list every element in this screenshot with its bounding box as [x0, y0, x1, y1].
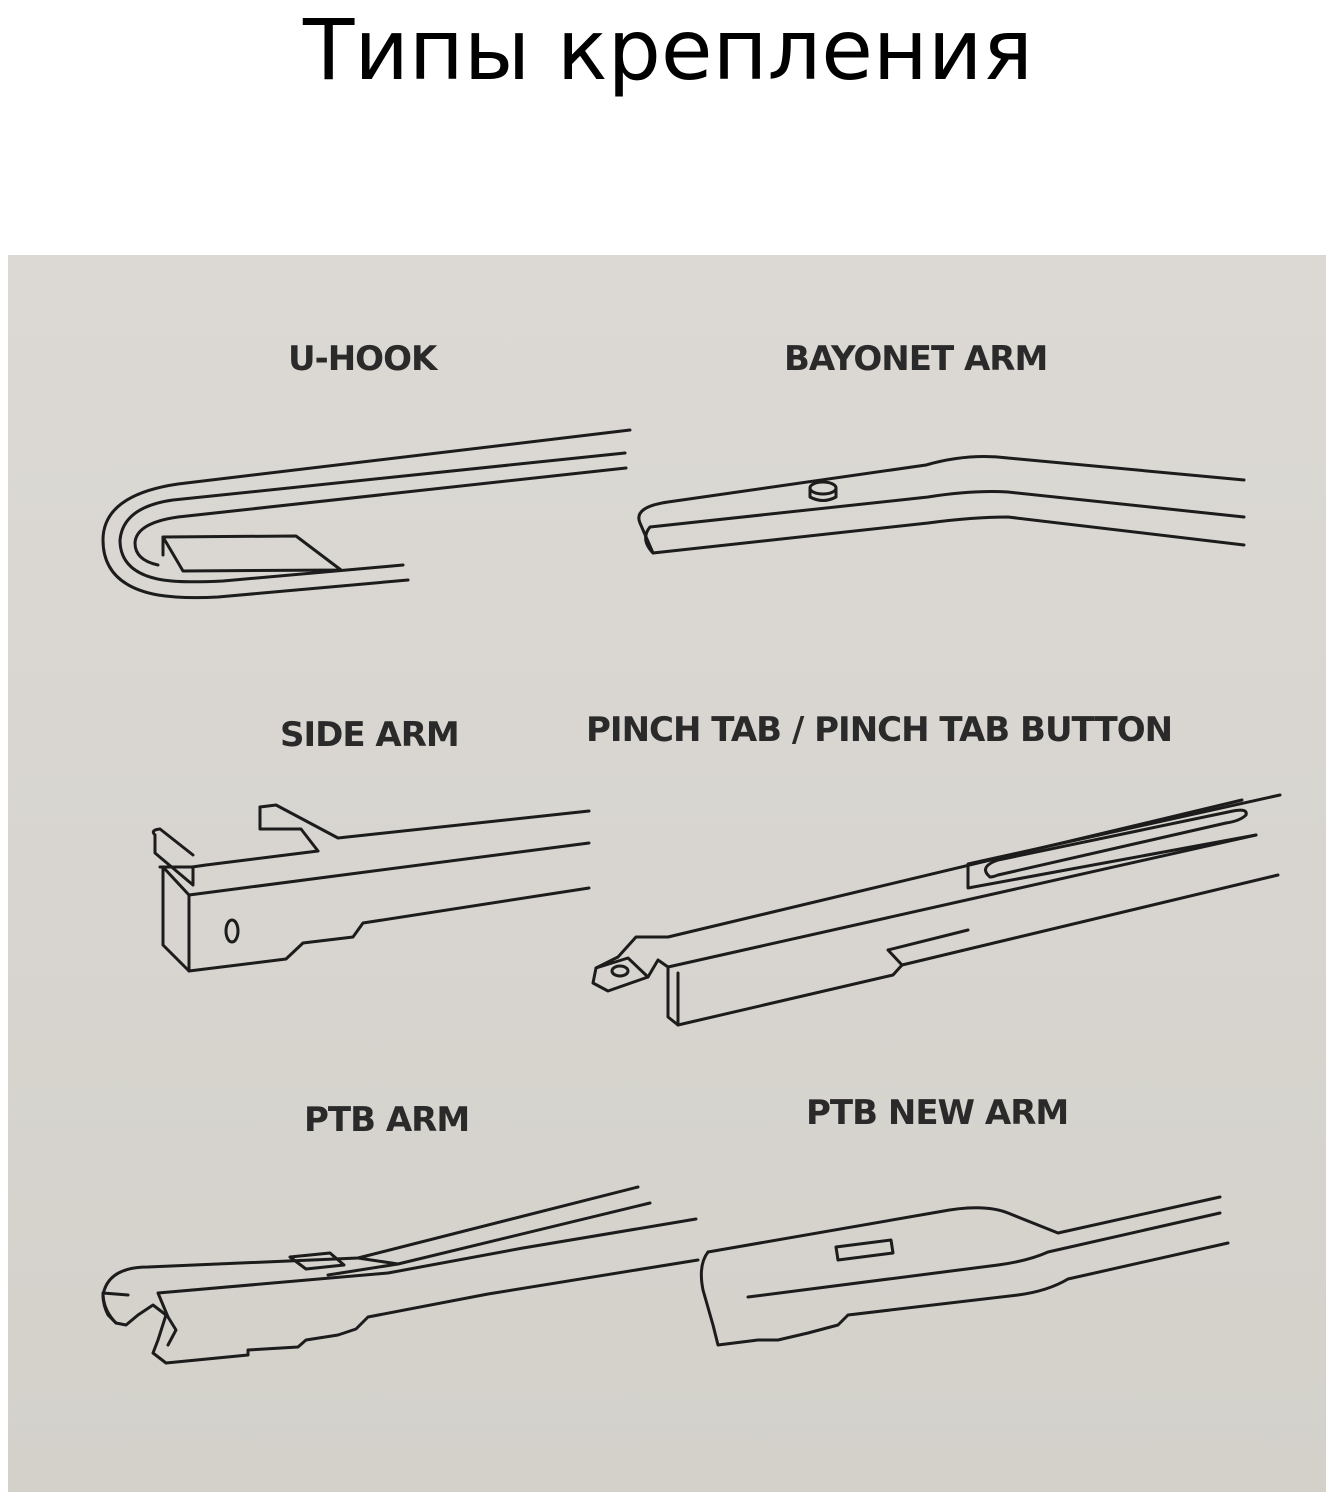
label-ptb-arm: PTB ARM [304, 1100, 470, 1140]
label-side-arm: SIDE ARM [280, 715, 460, 755]
label-pinch-tab: PINCH TAB / PINCH TAB BUTTON [586, 710, 1173, 750]
ptb-arm-drawing [101, 1185, 700, 1365]
label-u-hook: U-HOOK [288, 339, 437, 379]
side-arm-drawing [151, 803, 591, 973]
label-bayonet-arm: BAYONET ARM [784, 339, 1048, 379]
label-ptb-new-arm: PTB NEW ARM [806, 1093, 1069, 1133]
drawings-svg [101, 428, 1282, 1365]
ptb-new-arm-drawing [699, 1195, 1230, 1347]
pinch-tab-drawing [591, 793, 1282, 1027]
u-hook-drawing [101, 428, 632, 600]
mount-types-photo: U-HOOK BAYONET ARM SIDE ARM PINCH TAB / … [8, 255, 1326, 1492]
page-title: Типы крепления [303, 1, 1033, 99]
bayonet-arm-drawing [637, 455, 1246, 555]
